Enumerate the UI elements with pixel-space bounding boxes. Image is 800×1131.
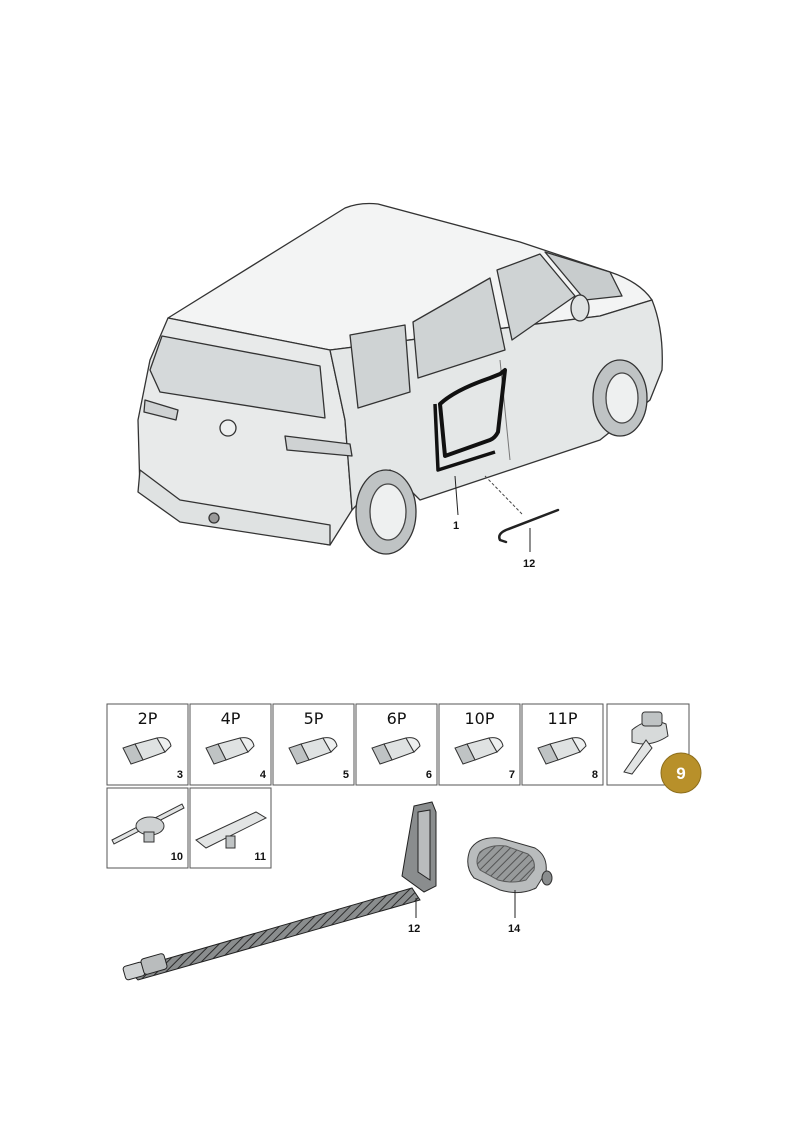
connector-label: 4P bbox=[221, 709, 241, 728]
connector-label: 10P bbox=[464, 709, 494, 728]
connector-box-8: 11P 8 bbox=[521, 703, 604, 786]
connector-9-icon bbox=[623, 711, 669, 775]
cover-part bbox=[467, 837, 553, 894]
callout-12b: 12 bbox=[408, 923, 420, 935]
callout-1: 1 bbox=[453, 520, 459, 532]
connector-number: 3 bbox=[177, 769, 183, 781]
rear-window bbox=[149, 335, 326, 419]
fastener-11-number: 11 bbox=[254, 851, 266, 863]
connector-number: 7 bbox=[509, 769, 515, 781]
rear-bumper bbox=[137, 469, 331, 546]
connector-plug-icon bbox=[288, 737, 338, 765]
van-illustration bbox=[137, 202, 663, 555]
tail-light-right bbox=[284, 435, 353, 457]
leader-line-dashed bbox=[484, 475, 523, 515]
connector-box-5: 5P 5 bbox=[272, 703, 355, 786]
highlight-number: 9 bbox=[676, 764, 685, 783]
connector-plug-icon bbox=[454, 737, 504, 765]
connector-number: 4 bbox=[260, 769, 267, 781]
fastener-box-11: 11 bbox=[189, 787, 272, 869]
vw-badge bbox=[219, 419, 237, 437]
highlight-badge: 9 bbox=[660, 752, 702, 794]
fastener-box-10: 10 bbox=[106, 787, 189, 869]
connector-label: 2P bbox=[138, 709, 158, 728]
connector-plug-icon bbox=[371, 737, 421, 765]
side-window-front bbox=[496, 253, 576, 341]
seal-strip-part bbox=[498, 508, 560, 544]
connector-plug-icon bbox=[537, 737, 587, 765]
callout-12a: 12 bbox=[523, 558, 535, 570]
windshield bbox=[544, 251, 623, 301]
fastener-11-icon bbox=[195, 811, 268, 849]
connector-box-6: 6P 6 bbox=[355, 703, 438, 786]
connector-label: 11P bbox=[547, 709, 577, 728]
door-seal-highlight bbox=[438, 368, 507, 458]
connector-plug-icon bbox=[205, 737, 255, 765]
side-window-mid bbox=[412, 277, 506, 379]
connector-label: 6P bbox=[387, 709, 407, 728]
fastener-10-number: 10 bbox=[171, 851, 183, 863]
connector-number: 8 bbox=[592, 769, 598, 781]
connector-box-3: 2P 3 bbox=[106, 703, 189, 786]
harness-strip-part bbox=[122, 801, 437, 981]
tail-light-left bbox=[143, 399, 179, 421]
connector-grid: 2P 3 4P 4 5P 5 6P 6 10P 7 11P 8 bbox=[106, 703, 604, 786]
connector-box-7: 10P 7 bbox=[438, 703, 521, 786]
callout-14: 14 bbox=[508, 923, 521, 935]
connector-number: 6 bbox=[426, 769, 432, 781]
connector-box-4: 4P 4 bbox=[189, 703, 272, 786]
tow-hitch bbox=[208, 512, 220, 524]
fastener-10-icon bbox=[111, 803, 185, 845]
mirror bbox=[570, 294, 590, 322]
side-window-rear bbox=[349, 324, 411, 409]
connector-plug-icon bbox=[122, 737, 172, 765]
connector-number: 5 bbox=[343, 769, 349, 781]
leader-line-1 bbox=[454, 475, 459, 516]
connector-label: 5P bbox=[304, 709, 324, 728]
